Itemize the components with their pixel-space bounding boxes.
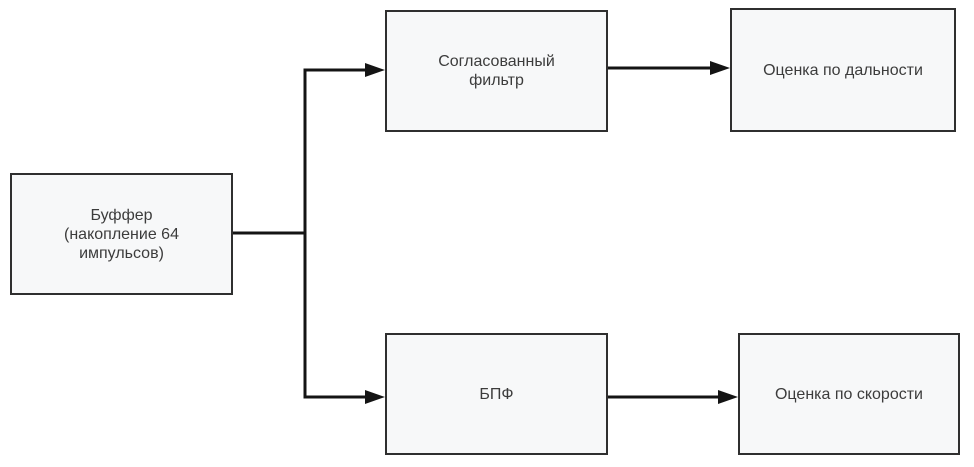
node-buffer: Буффер (накопление 64 импульсов) (10, 173, 233, 295)
node-matched-filter: Согласованный фильтр (385, 10, 608, 132)
node-velocity-estimate: Оценка по скорости (738, 333, 960, 455)
connector-buffer-to-matched-filter (303, 63, 385, 77)
node-matched-filter-label: Согласованный фильтр (438, 53, 555, 89)
connector-fft-to-velocity-estimate (608, 390, 738, 404)
node-velocity-estimate-label: Оценка по скорости (774, 385, 923, 403)
node-fft-label: БПФ (479, 385, 514, 403)
node-buffer-label: Буффер (накопление 64 импульсов) (64, 206, 179, 262)
connector-matched-filter-to-range-estimate (608, 61, 730, 75)
node-range-estimate-label: Оценка по дальности (763, 61, 923, 79)
connector-buffer-to-fft (303, 390, 385, 404)
node-fft: БПФ (385, 333, 608, 455)
connector-buffer-branch (233, 70, 307, 397)
node-range-estimate: Оценка по дальности (730, 8, 956, 132)
